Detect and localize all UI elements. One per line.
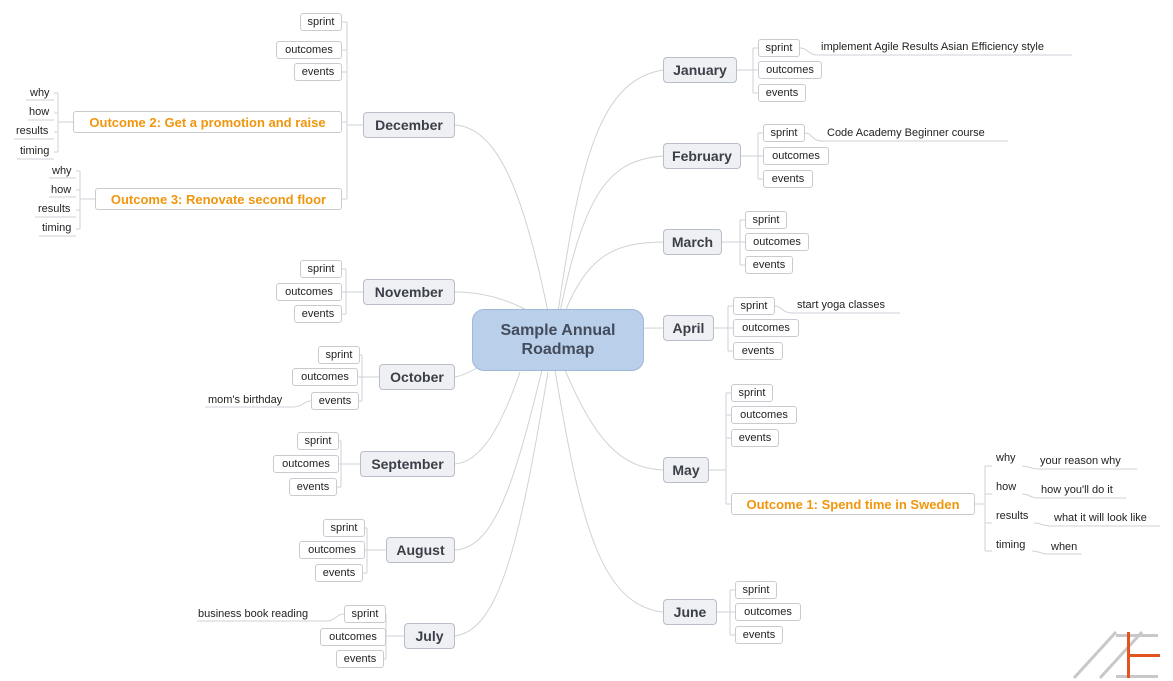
outcome1-results-label: results: [996, 510, 1029, 522]
november-events[interactable]: events: [294, 305, 342, 323]
month-november[interactable]: November: [363, 279, 455, 305]
outcome1-how-value: how you'll do it: [1041, 484, 1113, 496]
december-outcome-2[interactable]: Outcome 2: Get a promotion and raise: [73, 111, 342, 133]
august-outcomes[interactable]: outcomes: [299, 541, 365, 559]
month-july[interactable]: July: [404, 623, 455, 649]
may-outcome-1[interactable]: Outcome 1: Spend time in Sweden: [731, 493, 975, 515]
month-february[interactable]: February: [663, 143, 741, 169]
month-may[interactable]: May: [663, 457, 709, 483]
month-january[interactable]: January: [663, 57, 737, 83]
month-october[interactable]: October: [379, 364, 455, 390]
september-sprint[interactable]: sprint: [297, 432, 339, 450]
november-sprint[interactable]: sprint: [300, 260, 342, 278]
october-sprint[interactable]: sprint: [318, 346, 360, 364]
outcome2-timing-label: timing: [20, 145, 50, 157]
february-sprint[interactable]: sprint: [763, 124, 805, 142]
july-sprint[interactable]: sprint: [344, 605, 386, 623]
may-events[interactable]: events: [731, 429, 779, 447]
outcome1-why-value: your reason why: [1040, 455, 1121, 467]
outcome3-timing-label: timing: [42, 222, 72, 234]
november-outcomes[interactable]: outcomes: [276, 283, 342, 301]
september-outcomes[interactable]: outcomes: [273, 455, 339, 473]
month-august[interactable]: August: [386, 537, 455, 563]
june-events[interactable]: events: [735, 626, 783, 644]
july-outcomes[interactable]: outcomes: [320, 628, 386, 646]
root-title-line2: Roadmap: [521, 341, 595, 358]
outcome1-timing-value: when: [1051, 541, 1078, 553]
march-outcomes[interactable]: outcomes: [745, 233, 809, 251]
july-events[interactable]: events: [336, 650, 384, 668]
february-outcomes[interactable]: outcomes: [763, 147, 829, 165]
july-sprint-note: business book reading: [198, 608, 309, 620]
april-events[interactable]: events: [733, 342, 783, 360]
outcome2-results-label: results: [16, 125, 49, 137]
january-sprint-note: implement Agile Results Asian Efficiency…: [821, 41, 1044, 53]
april-sprint[interactable]: sprint: [733, 297, 775, 315]
outcome2-how-label: how: [29, 106, 50, 118]
october-events-note: mom's birthday: [208, 394, 283, 406]
december-outcome-3[interactable]: Outcome 3: Renovate second floor: [95, 188, 342, 210]
month-march[interactable]: March: [663, 229, 722, 255]
january-events[interactable]: events: [758, 84, 806, 102]
root-node-roadmap[interactable]: Sample Annual Roadmap: [472, 309, 644, 371]
june-sprint[interactable]: sprint: [735, 581, 777, 599]
outcome2-why-label: why: [30, 87, 50, 99]
outcome1-timing-label: timing: [996, 539, 1026, 551]
logo-icon: [1072, 630, 1160, 680]
root-title-line1: Sample Annual: [500, 322, 616, 339]
april-sprint-note: start yoga classes: [797, 299, 886, 311]
february-events[interactable]: events: [763, 170, 813, 188]
september-events[interactable]: events: [289, 478, 337, 496]
august-sprint[interactable]: sprint: [323, 519, 365, 537]
may-sprint[interactable]: sprint: [731, 384, 773, 402]
march-events[interactable]: events: [745, 256, 793, 274]
august-events[interactable]: events: [315, 564, 363, 582]
month-december[interactable]: December: [363, 112, 455, 138]
month-september[interactable]: September: [360, 451, 455, 477]
month-june[interactable]: June: [663, 599, 717, 625]
march-sprint[interactable]: sprint: [745, 211, 787, 229]
outcome3-how-label: how: [51, 184, 72, 196]
february-sprint-note: Code Academy Beginner course: [827, 127, 985, 139]
outcome1-how-label: how: [996, 481, 1017, 493]
june-outcomes[interactable]: outcomes: [735, 603, 801, 621]
month-april[interactable]: April: [663, 315, 714, 341]
december-sprint[interactable]: sprint: [300, 13, 342, 31]
january-sprint[interactable]: sprint: [758, 39, 800, 57]
may-outcomes[interactable]: outcomes: [731, 406, 797, 424]
outcome1-why-label: why: [996, 452, 1016, 464]
october-outcomes[interactable]: outcomes: [292, 368, 358, 386]
october-events[interactable]: events: [311, 392, 359, 410]
outcome3-results-label: results: [38, 203, 71, 215]
april-outcomes[interactable]: outcomes: [733, 319, 799, 337]
december-events[interactable]: events: [294, 63, 342, 81]
outcome3-why-label: why: [52, 165, 72, 177]
outcome1-results-value: what it will look like: [1054, 512, 1147, 524]
january-outcomes[interactable]: outcomes: [758, 61, 822, 79]
december-outcomes[interactable]: outcomes: [276, 41, 342, 59]
